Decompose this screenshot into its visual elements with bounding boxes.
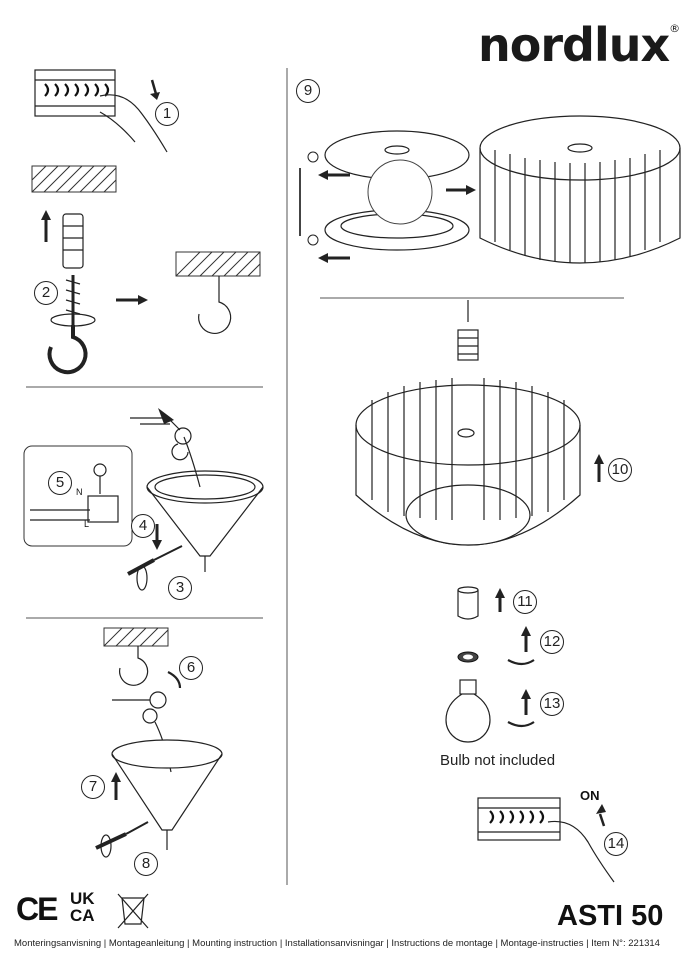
terminal-block-top bbox=[34, 69, 168, 153]
step-2: 2 bbox=[34, 281, 58, 305]
step-8: 8 bbox=[134, 852, 158, 876]
step-13: 13 bbox=[540, 692, 564, 716]
step-14: 14 bbox=[604, 832, 628, 856]
sleeve-11 bbox=[457, 586, 479, 620]
wire-top-4 bbox=[130, 417, 192, 461]
step-4: 4 bbox=[131, 514, 155, 538]
step-7: 7 bbox=[81, 775, 105, 799]
wire-label-n: N bbox=[76, 487, 83, 497]
screw-hook-2 bbox=[47, 275, 96, 375]
ukca-top: UK bbox=[70, 889, 95, 908]
ring-12 bbox=[457, 651, 479, 663]
ceiling-hatch-2b bbox=[175, 251, 261, 277]
screw-8 bbox=[95, 821, 149, 858]
footer-text: Monteringsanvisning | Montageanleitung |… bbox=[14, 938, 660, 949]
step-5: 5 bbox=[48, 471, 72, 495]
wall-plug bbox=[62, 213, 84, 269]
ceiling-hatch-2 bbox=[31, 165, 117, 193]
ceiling-hatch-6 bbox=[103, 627, 169, 647]
ukca-bottom: CA bbox=[70, 906, 95, 925]
socket-cable bbox=[457, 300, 479, 361]
switch-on-label: ON bbox=[580, 788, 600, 803]
drum-shade-9 bbox=[479, 115, 681, 264]
ce-mark: CE bbox=[16, 891, 58, 927]
terminal-block-bottom bbox=[477, 797, 615, 883]
bulb-13 bbox=[445, 679, 491, 743]
bulb-note: Bulb not included bbox=[440, 752, 556, 769]
cone-canopy-3 bbox=[146, 436, 264, 572]
step-9: 9 bbox=[296, 79, 320, 103]
drum-shade-10 bbox=[355, 378, 581, 546]
ukca-mark: UK CA bbox=[70, 890, 95, 924]
screw-3 bbox=[127, 545, 183, 591]
step-1: 1 bbox=[155, 102, 179, 126]
shade-disc-top bbox=[324, 130, 470, 180]
weee-bin-icon bbox=[117, 893, 149, 929]
step-11: 11 bbox=[513, 590, 537, 614]
step-12: 12 bbox=[540, 630, 564, 654]
brand-logo: nordlux® bbox=[478, 18, 680, 72]
model-name: ASTI 50 bbox=[557, 900, 664, 932]
step-6: 6 bbox=[179, 656, 203, 680]
cone-canopy-7 bbox=[111, 739, 223, 850]
step-3: 3 bbox=[168, 576, 192, 600]
wire-label-l: L bbox=[84, 519, 90, 529]
step-10: 10 bbox=[608, 458, 632, 482]
inset-connector bbox=[30, 463, 119, 523]
